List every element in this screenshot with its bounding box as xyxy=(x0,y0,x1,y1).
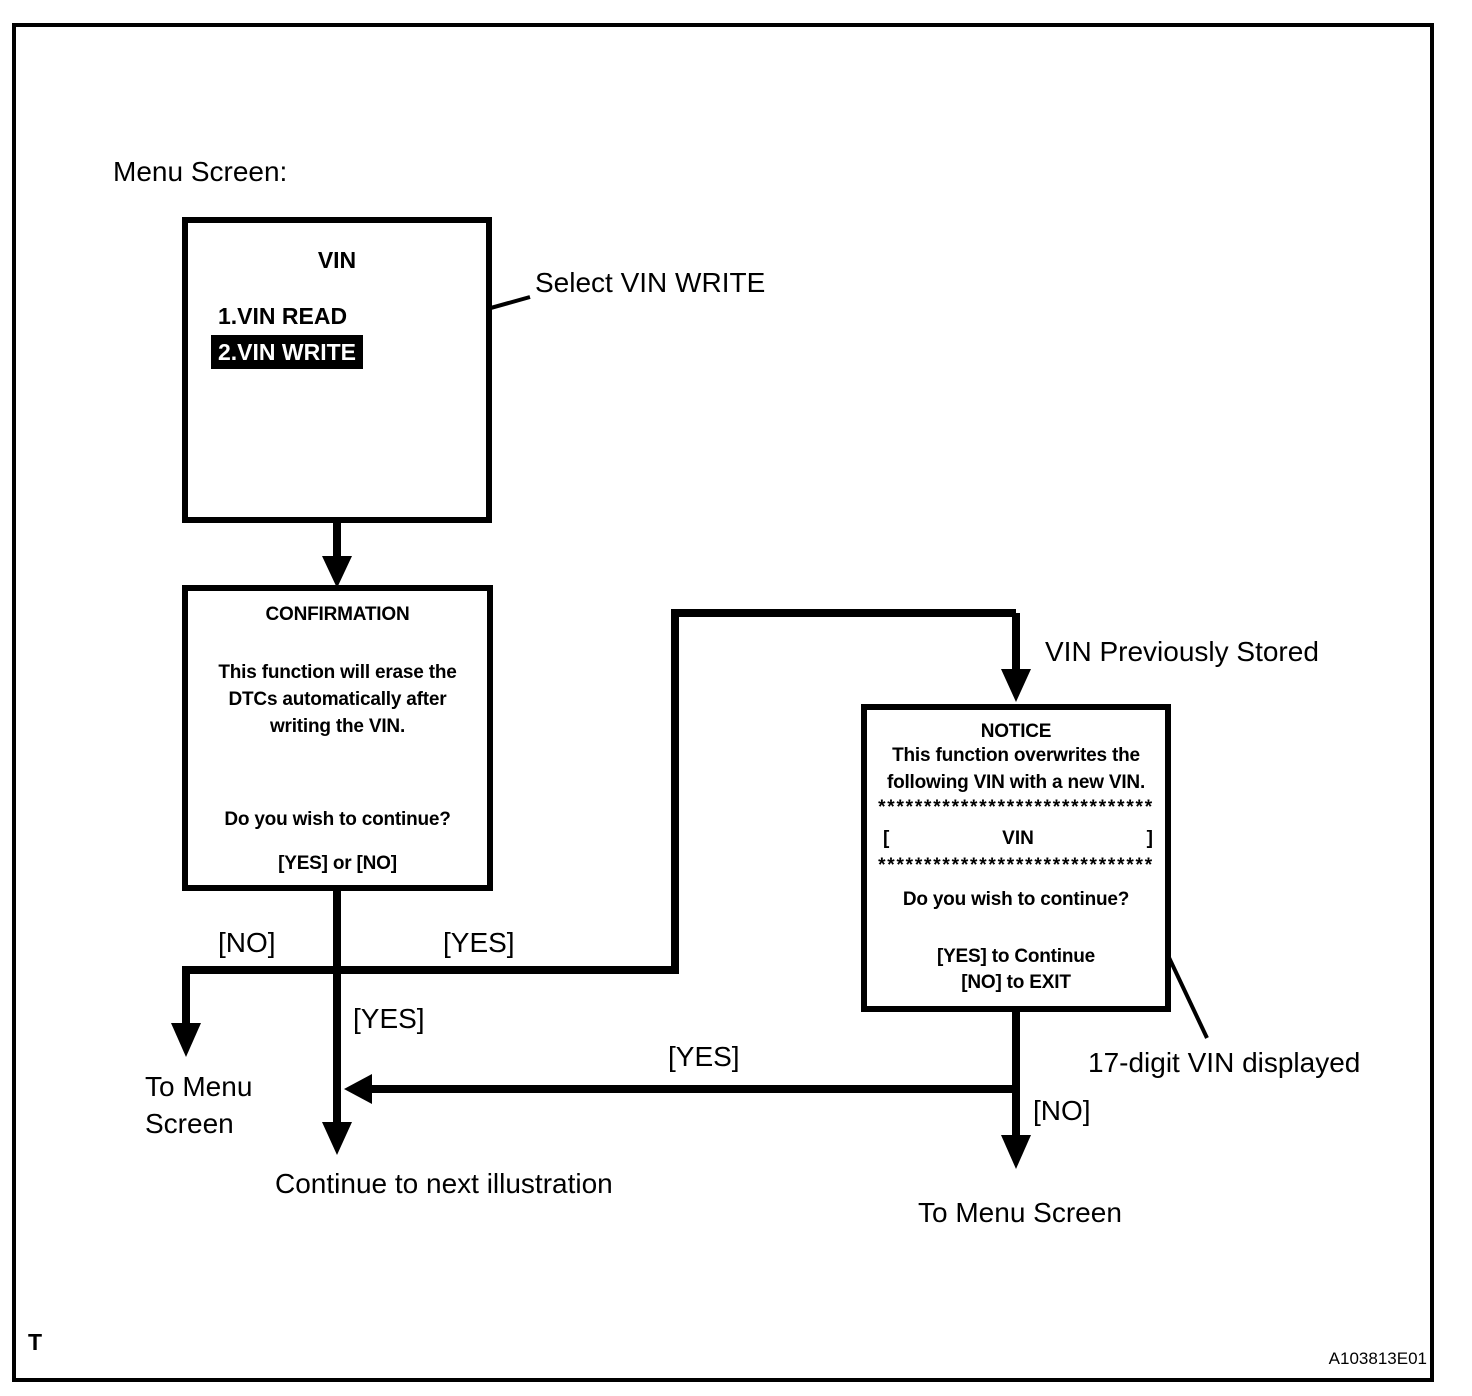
vin-placeholder-label: VIN xyxy=(1002,828,1034,849)
vin-menu-title: VIN xyxy=(317,247,357,273)
notice-question: Do you wish to continue? xyxy=(902,889,1130,910)
notice-no-instruction: [NO] to EXIT xyxy=(961,972,1071,993)
select-vin-write-annotation: Select VIN WRITE xyxy=(535,267,766,298)
arrowhead-to-confirmation xyxy=(322,556,352,588)
arrowhead-yes-long-left xyxy=(344,1074,372,1104)
arrowhead-into-notice xyxy=(1001,669,1031,702)
terminal-to-menu-screen-left: To Menu Screen xyxy=(145,1068,252,1142)
line-yes-to-notice xyxy=(337,609,1020,974)
branch-label-no-right: [NO] xyxy=(1033,1095,1091,1126)
terminal-to-menu-screen-right: To Menu Screen xyxy=(918,1197,1122,1228)
seventeen-digit-vin-annotation: 17-digit VIN displayed xyxy=(1088,1047,1361,1078)
figure-code: A103813E01 xyxy=(1328,1349,1427,1368)
notice-screen: NOTICE This function overwrites the foll… xyxy=(861,704,1171,1012)
notice-body-line: following VIN with a new VIN. xyxy=(886,772,1146,793)
branch-label-yes-return: [YES] xyxy=(668,1041,740,1072)
confirmation-body-line: DTCs automatically after xyxy=(228,689,447,710)
notice-vin-display: [ VIN ] xyxy=(883,828,1153,850)
vin-menu-screen: VIN 1.VIN READ 2.VIN WRITE xyxy=(182,217,492,523)
branch-label-yes-right: [YES] xyxy=(443,927,515,958)
menu-screen-label: Menu Screen: xyxy=(113,156,288,187)
page-marker: T xyxy=(28,1329,43,1355)
terminal-line: To Menu xyxy=(145,1071,253,1102)
vin-bracket-open: [ xyxy=(883,828,890,849)
branch-label-no-left: [NO] xyxy=(218,927,276,958)
branch-label-yes-down: [YES] xyxy=(353,1003,425,1034)
confirmation-options: [YES] or [NO] xyxy=(278,853,397,874)
confirmation-title: CONFIRMATION xyxy=(265,604,410,625)
vin-bracket-close: ] xyxy=(1146,828,1153,849)
arrowhead-no-left xyxy=(171,1023,201,1057)
confirmation-body-line: This function will erase the xyxy=(218,662,457,683)
line-no-left-branch xyxy=(182,966,337,1027)
menu-item-vin-read: 1.VIN READ xyxy=(218,303,348,329)
confirmation-screen: CONFIRMATION This function will erase th… xyxy=(182,585,493,891)
terminal-line: Screen xyxy=(145,1108,234,1139)
notice-body: This function overwrites the following V… xyxy=(867,742,1165,796)
menu-item-vin-write-selected: 2.VIN WRITE xyxy=(211,335,364,369)
vin-previously-stored-annotation: VIN Previously Stored xyxy=(1045,636,1319,667)
terminal-continue-next-illustration: Continue to next illustration xyxy=(275,1168,613,1199)
arrowhead-notice-down xyxy=(1001,1135,1031,1169)
notice-separator-stars: ****************************** xyxy=(878,797,1154,818)
notice-yes-instruction: [YES] to Continue xyxy=(936,946,1096,967)
notice-body-line: This function overwrites the xyxy=(892,745,1140,766)
page-border xyxy=(12,23,1434,1382)
confirmation-body: This function will erase the DTCs automa… xyxy=(188,659,487,740)
notice-title: NOTICE xyxy=(980,721,1052,742)
arrowhead-continue-down xyxy=(322,1122,352,1155)
notice-separator-stars: ****************************** xyxy=(878,855,1154,876)
confirmation-body-line: writing the VIN. xyxy=(269,716,406,737)
confirmation-question: Do you wish to continue? xyxy=(224,809,451,830)
